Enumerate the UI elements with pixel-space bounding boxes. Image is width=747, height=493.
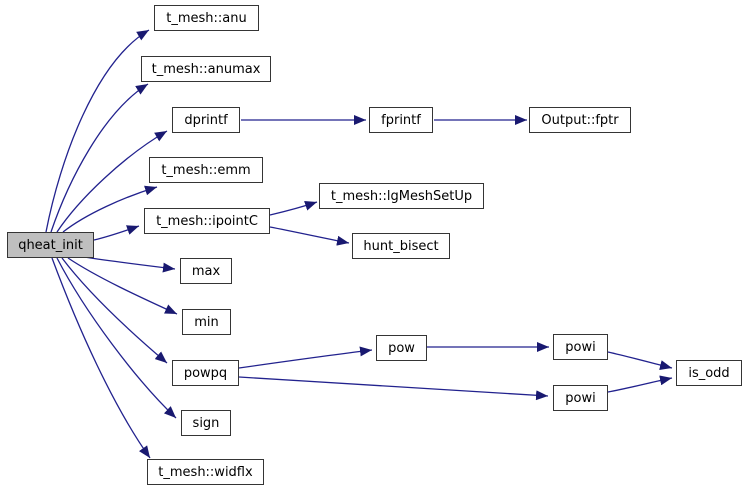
edge-qheat_init-max	[83, 256, 176, 273]
node-sign[interactable]: sign	[181, 410, 231, 436]
node-min[interactable]: min	[182, 309, 231, 335]
node-fprintf[interactable]: fprintf	[369, 107, 433, 133]
node-powi-upper[interactable]: powi	[553, 334, 608, 360]
edge-powpq-powi_b	[238, 376, 549, 401]
edge-qheat_init-ipointc	[93, 225, 140, 241]
edge-qheat_init-min	[67, 257, 178, 315]
edge-powpq-pow	[238, 346, 373, 369]
node-powpq[interactable]: powpq	[172, 360, 239, 386]
node-t_mesh-anu[interactable]: t_mesh::anu	[154, 5, 259, 31]
node-is_odd[interactable]: is_odd	[676, 360, 742, 386]
edge-qheat_init-emm	[62, 185, 158, 233]
node-output-fptr[interactable]: Output::fptr	[529, 107, 631, 133]
edge-qheat_init-powpq	[61, 257, 168, 364]
edge-ipointc-lgmeshsetup	[269, 201, 318, 216]
edge-qheat_init-anumax	[50, 83, 149, 233]
edge-powi_a-is_odd	[607, 351, 673, 370]
node-qheat_init[interactable]: qheat_init	[7, 232, 94, 258]
node-pow[interactable]: pow	[376, 335, 427, 361]
node-max[interactable]: max	[180, 258, 232, 284]
node-t_mesh-emm[interactable]: t_mesh::emm	[149, 157, 263, 183]
node-t_mesh-widflx[interactable]: t_mesh::widflx	[147, 459, 264, 485]
node-t_mesh-anumax[interactable]: t_mesh::anumax	[141, 56, 271, 82]
node-hunt_bisect[interactable]: hunt_bisect	[352, 233, 450, 259]
node-t_mesh-lgmeshsetup[interactable]: t_mesh::lgMeshSetUp	[319, 183, 484, 209]
node-powi-lower[interactable]: powi	[553, 385, 608, 411]
edge-qheat_init-anu	[45, 29, 150, 233]
edge-ipointc-hunt_bisect	[269, 226, 350, 246]
node-t_mesh-ipointc[interactable]: t_mesh::ipointC	[144, 208, 270, 234]
edge-powi_b-is_odd	[607, 375, 673, 393]
edge-qheat_init-sign	[56, 257, 177, 419]
edge-qheat_init-widflx	[51, 257, 151, 459]
edge-qheat_init-dprintf	[56, 130, 168, 233]
node-dprintf[interactable]: dprintf	[172, 107, 240, 133]
